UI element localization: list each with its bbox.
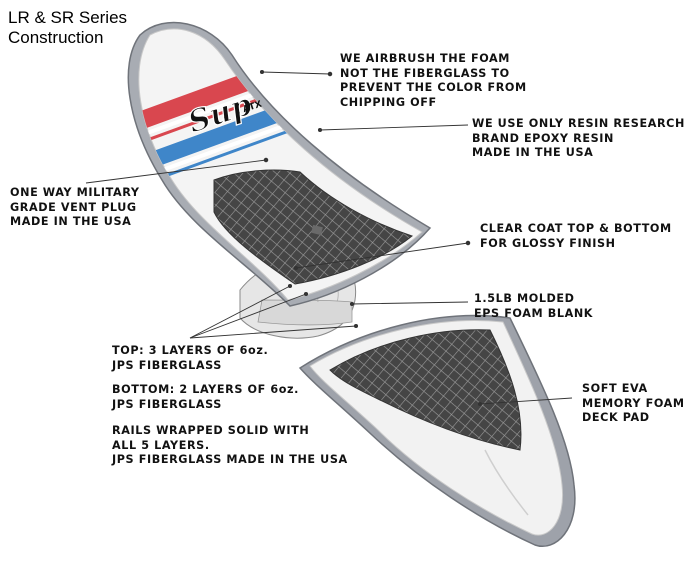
leader-vent (85, 159, 267, 184)
callout-deck-pad: SOFT EVA MEMORY FOAM DECK PAD (582, 382, 685, 424)
leader-lines (85, 69, 573, 407)
callout-vent-plug: ONE WAY MILITARY GRADE VENT PLUG MADE IN… (10, 186, 140, 228)
leader-top-1 (189, 285, 291, 339)
callout-bottom-layers: BOTTOM: 2 LAYERS OF 6oz. JPS FIBERGLASS (112, 383, 299, 411)
callout-resin: WE USE ONLY RESIN RESEARCH BRAND EPOXY R… (472, 117, 685, 159)
leader-deckpad (479, 397, 573, 405)
callout-top-layers: TOP: 3 LAYERS OF 6oz. JPS FIBERGLASS (112, 344, 269, 372)
leader-top-2 (189, 293, 307, 339)
board-bottom-half (298, 314, 576, 547)
callout-clear-coat: CLEAR COAT TOP & BOTTOM FOR GLOSSY FINIS… (480, 222, 672, 250)
deck-pad (329, 329, 522, 451)
leader-top-3 (189, 325, 357, 339)
diagram-title-line1: LR & SR Series (8, 8, 128, 27)
callout-airbrush: WE AIRBRUSH THE FOAM NOT THE FIBERGLASS … (340, 52, 527, 109)
diagram-title-line2: Construction (8, 28, 104, 47)
callout-rails: RAILS WRAPPED SOLID WITH ALL 5 LAYERS. J… (112, 424, 348, 466)
leader-clearcoat (295, 242, 469, 269)
callout-foam-blank: 1.5LB MOLDED EPS FOAM BLANK (474, 292, 594, 320)
leader-foam (351, 301, 469, 305)
leader-airbrush (261, 71, 331, 75)
leader-resin (319, 124, 469, 131)
